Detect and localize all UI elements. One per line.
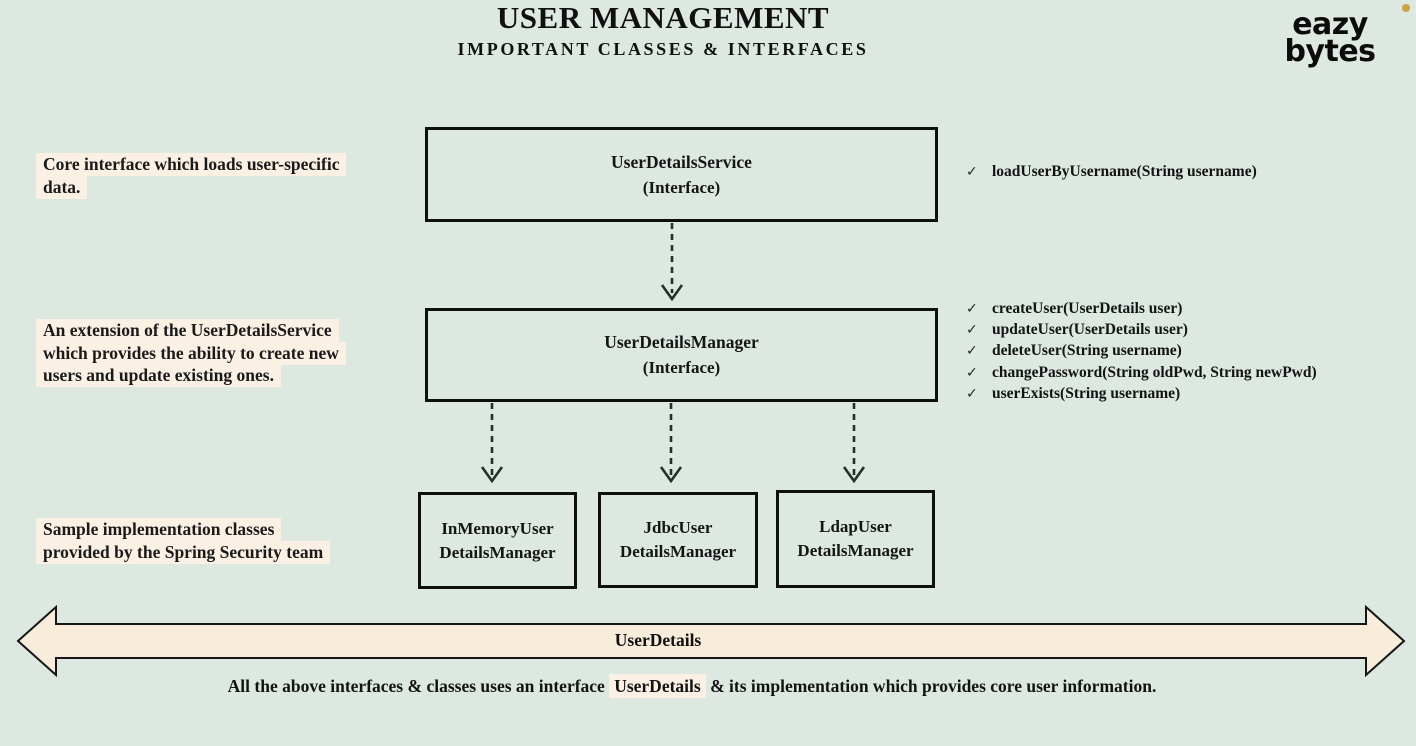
footer-note: All the above interfaces & classes uses … [0,674,1384,698]
footer-text-prefix: All the above interfaces & classes uses … [227,676,610,696]
dashed-arrow-service-to-manager-icon [660,223,684,302]
brand-dot-icon [1402,4,1410,12]
box-title: JdbcUser [643,518,713,537]
method-text: userExists(String username) [992,385,1181,403]
userdetails-double-arrow-icon [16,605,1406,677]
note-line: data. [36,175,88,199]
note-line: Core interface which loads user-specific [36,153,347,176]
note-line: Sample implementation classes [36,518,282,541]
dashed-arrow-manager-to-ldap-icon [842,403,866,484]
check-icon: ✓ [966,343,978,360]
footer-text-suffix: & its implementation which provides core… [705,676,1157,696]
method-item: ✓ deleteUser(String username) [966,341,1317,362]
note-core-interface: Core interface which loads user-specific… [36,153,347,199]
brand-logo-line2: bytes [1284,34,1376,69]
box-title: InMemoryUser [441,518,554,538]
box-inmemoryuserdetailsmanager: InMemoryUser DetailsManager [418,492,577,589]
note-line: users and update existing ones. [36,364,281,388]
method-item: ✓ createUser(UserDetails user) [966,298,1317,319]
check-icon: ✓ [966,386,978,403]
manager-method-list: ✓ createUser(UserDetails user) ✓ updateU… [966,298,1317,405]
footer-highlight: UserDetails [609,674,706,698]
method-item: ✓ updateUser(UserDetails user) [966,319,1317,340]
method-item: ✓ userExists(String username) [966,384,1317,405]
userdetails-arrow-label: UserDetails [614,630,702,650]
box-subtitle: (Interface) [642,358,721,377]
box-jdbcuserdetailsmanager: JdbcUser DetailsManager [598,492,758,588]
check-icon: ✓ [966,163,978,180]
check-icon: ✓ [966,364,978,381]
method-item: ✓ loadUserByUsername(String username) [966,161,1257,182]
note-line: which provides the ability to create new [36,341,346,365]
box-ldapuserdetailsmanager: LdapUser DetailsManager [776,490,935,588]
note-manager-extension: An extension of the UserDetailsService w… [36,319,346,388]
dashed-arrow-manager-to-inmemory-icon [480,403,504,484]
box-title: DetailsManager [797,541,914,560]
dashed-arrow-manager-to-jdbc-icon [659,403,683,484]
box-title: UserDetailsManager [604,332,759,352]
service-method-list: ✓ loadUserByUsername(String username) [966,161,1257,182]
box-userdetailsmanager: UserDetailsManager (Interface) [425,308,938,402]
page-title: USER MANAGEMENT [496,0,830,35]
page-subtitle: IMPORTANT CLASSES & INTERFACES [457,39,869,59]
method-item: ✓ changePassword(String oldPwd, String n… [966,362,1317,383]
box-title: DetailsManager [619,542,737,561]
note-line: An extension of the UserDetailsService [36,319,339,342]
box-title: UserDetailsService [611,151,752,172]
method-text: createUser(UserDetails user) [992,299,1183,317]
note-line: provided by the Spring Security team [36,540,331,564]
box-subtitle: (Interface) [642,177,721,197]
method-text: changePassword(String oldPwd, String new… [992,363,1317,381]
brand-logo-line1: eazy [1292,7,1368,42]
box-userdetailsservice: UserDetailsService (Interface) [425,127,938,222]
method-text: updateUser(UserDetails user) [992,321,1188,339]
box-title: LdapUser [819,517,892,536]
box-title: DetailsManager [439,542,556,562]
method-text: loadUserByUsername(String username) [992,162,1257,180]
note-implementations: Sample implementation classes provided b… [36,518,331,564]
method-text: deleteUser(String username) [992,342,1182,360]
check-icon: ✓ [966,300,978,317]
check-icon: ✓ [966,322,978,339]
header: USER MANAGEMENT IMPORTANT CLASSES & INTE… [0,0,1326,60]
brand-logo: eazy bytes [1280,7,1380,69]
